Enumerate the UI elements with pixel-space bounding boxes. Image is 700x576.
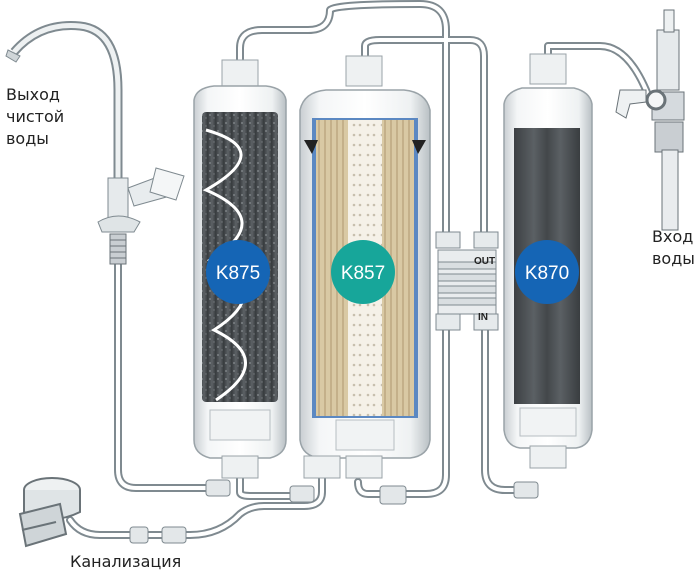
filter-badge-k857: K857 <box>331 240 395 304</box>
filter-label-k857: K857 <box>341 263 385 284</box>
valve-block: OUT IN <box>435 231 499 331</box>
water-inlet-line-2: воды <box>652 249 695 268</box>
water-inlet-label: Вход воды <box>652 226 695 270</box>
clean-water-line-3: воды <box>6 129 49 148</box>
badge-circle-k870 <box>515 240 579 304</box>
tubing <box>66 0 654 539</box>
valve-out-label: OUT <box>474 256 495 267</box>
valve-in-label: IN <box>478 312 488 323</box>
clean-water-line-2: чистой <box>6 107 65 126</box>
badge-circle-k875 <box>206 240 270 304</box>
drain-label: Канализация <box>70 552 182 571</box>
filter-label-k875: K875 <box>216 263 260 284</box>
inlet-valve <box>615 9 685 231</box>
faucet <box>5 21 185 265</box>
water-inlet-line-1: Вход <box>652 227 694 246</box>
filter-badge-k875: K875 <box>206 240 270 304</box>
clean-water-line-1: Выход <box>6 85 60 104</box>
drain-clamp <box>18 477 81 548</box>
clean-water-outlet-label: Выход чистой воды <box>6 84 64 150</box>
tube-connectors <box>129 479 539 544</box>
badge-circle-k857 <box>331 240 395 304</box>
filter-label-k870: K870 <box>525 263 569 284</box>
filter-badge-k870: K870 <box>515 240 579 304</box>
